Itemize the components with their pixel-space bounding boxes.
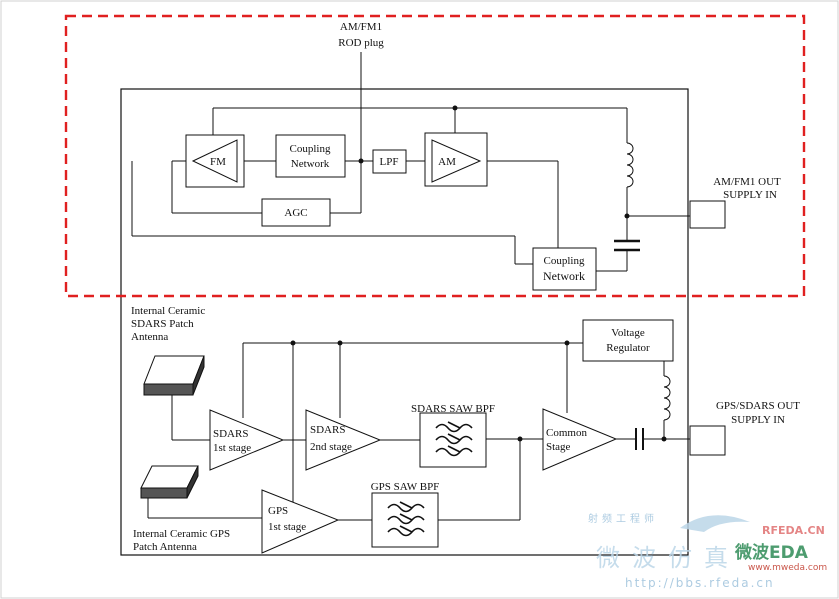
rod-plug-label-2: ROD plug: [338, 37, 384, 49]
amfm-out-label-2: SUPPLY IN: [723, 189, 777, 201]
gps-patch-antenna-icon: [140, 465, 199, 499]
am-amplifier-triangle: [431, 139, 482, 183]
am-fm-dashed-region: [64, 14, 806, 298]
sdars-1st-stage-amplifier: [209, 409, 285, 471]
sdars-gps-wiring: [147, 342, 690, 521]
lpf-label: LPF: [380, 156, 399, 168]
agc-box: [261, 198, 331, 227]
junction-dot: [661, 436, 667, 442]
gps-1st-stage-amplifier: [261, 489, 340, 554]
sdars-saw-label: SDARS SAW BPF: [411, 403, 495, 415]
gps-antenna-label-2: Patch Antenna: [133, 541, 197, 553]
gps-1st-label-1: GPS: [268, 505, 288, 517]
sdars-2nd-label-1: SDARS: [310, 424, 345, 436]
sdars-2nd-stage-amplifier: [305, 409, 382, 471]
voltage-regulator-label-1: Voltage: [611, 327, 645, 339]
sdars-1st-label-1: SDARS: [213, 428, 248, 440]
common-stage-label-2: Stage: [546, 441, 571, 453]
gps-antenna-label-1: Internal Ceramic GPS: [133, 528, 230, 540]
coupling-network-top: [275, 134, 346, 178]
rod-plug-label-1: AM/FM1: [340, 21, 382, 33]
sdars-patch-antenna-icon: [143, 355, 205, 396]
common-stage-amplifier: [542, 408, 618, 471]
junction-dot: [358, 158, 364, 164]
fm-amplifier-triangle: [191, 139, 238, 183]
watermark-cn-small: 射频工程师: [588, 512, 658, 525]
coupling-network-bottom: [532, 247, 597, 291]
gps-saw-filter-icon: [387, 501, 425, 537]
junction-dot: [337, 340, 343, 346]
voltage-regulator-label-2: Regulator: [606, 342, 650, 354]
gps-1st-label-2: 1st stage: [268, 521, 306, 533]
amfm-output-connector: [689, 200, 726, 229]
module-enclosure: [120, 88, 689, 556]
coupling-bottom-label-2: Network: [543, 269, 585, 283]
sdars-antenna-label-1: Internal Ceramic: [131, 305, 205, 317]
junction-dot: [290, 340, 296, 346]
sdars-saw-bpf-box: [419, 412, 487, 468]
watermark-logo-icon: [680, 515, 750, 532]
coupling-bottom-label-1: Coupling: [544, 255, 585, 267]
watermark-brand: 微波EDA: [734, 542, 809, 563]
junction-dot: [452, 105, 458, 111]
common-stage-label-1: Common: [546, 427, 587, 439]
am-fm-wiring: [131, 52, 690, 272]
amfm-out-label-1: AM/FM1 OUT: [713, 176, 781, 188]
watermark-rfeda: RFEDA.CN: [762, 524, 825, 537]
sdars-2nd-label-2: 2nd stage: [310, 441, 352, 453]
junction-dot: [624, 213, 630, 219]
gps-sdars-output-connector: [689, 425, 726, 456]
voltage-regulator-box: [582, 319, 674, 362]
sdars-saw-filter-icon: [435, 421, 473, 457]
agc-label: AGC: [284, 207, 307, 219]
junction-dot: [564, 340, 570, 346]
coupling-top-label-2: Network: [291, 158, 330, 170]
am-label: AM: [438, 156, 456, 168]
watermark-cn-big: 微波仿真: [596, 544, 740, 572]
coupling-top-label-1: Coupling: [290, 143, 331, 155]
sdars-antenna-label-2: SDARS Patch: [131, 318, 194, 330]
sdars-1st-label-2: 1st stage: [213, 442, 251, 454]
gps-sdars-out-label-1: GPS/SDARS OUT: [716, 400, 800, 412]
gps-saw-bpf-box: [371, 492, 439, 548]
watermark-url-1: www.mweda.com: [748, 563, 827, 573]
junction-dot: [517, 436, 523, 442]
gps-sdars-out-label-2: SUPPLY IN: [731, 414, 785, 426]
watermark: 射频工程师 RFEDA.CN 微波仿真 微波EDA www.mweda.com …: [588, 512, 827, 590]
sdars-antenna-label-3: Antenna: [131, 331, 168, 343]
lpf-box: [372, 149, 407, 174]
watermark-url-2: http://bbs.rfeda.cn: [625, 576, 775, 590]
fm-label: FM: [210, 156, 226, 168]
gps-saw-label: GPS SAW BPF: [371, 481, 440, 493]
